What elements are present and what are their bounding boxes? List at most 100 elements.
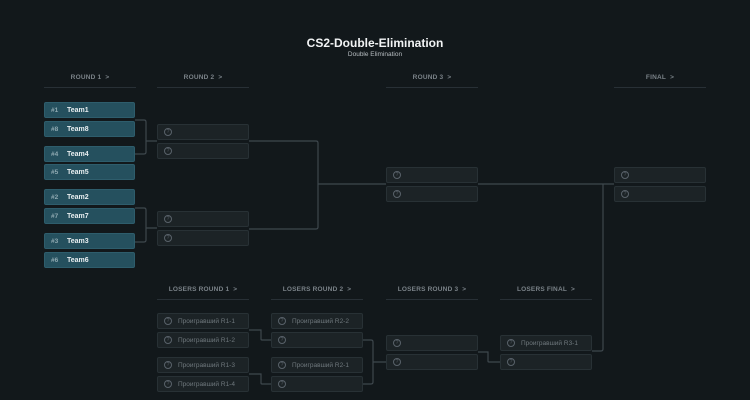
team-slot[interactable]: #6 Team6 xyxy=(44,252,135,268)
match-slot[interactable]: ? xyxy=(271,332,363,348)
round-header-label: ROUND 2 xyxy=(183,74,215,81)
question-circle-icon: ? xyxy=(164,234,172,242)
question-circle-icon: ? xyxy=(164,380,172,388)
connector-r1-upper xyxy=(135,119,157,155)
question-circle-icon: ? xyxy=(164,336,172,344)
match-slot[interactable]: ? xyxy=(386,354,478,370)
connector-r1-lower xyxy=(135,207,157,243)
chevron-right-icon: > xyxy=(462,286,467,293)
round-header-label: LOSERS ROUND 3 xyxy=(397,286,459,293)
match-slot[interactable]: ? Проигравший R2-1 xyxy=(271,357,363,373)
match-slot[interactable]: ? Проигравший R1-1 xyxy=(157,313,249,329)
match-slot[interactable]: ? Проигравший R1-4 xyxy=(157,376,249,392)
team-slot[interactable]: #5 Team5 xyxy=(44,164,135,180)
match-slot[interactable]: ? xyxy=(614,186,706,202)
team-name: Team6 xyxy=(67,256,89,264)
round-header-round-1[interactable]: ROUND 1> xyxy=(44,74,136,88)
team-seed: #1 xyxy=(51,106,59,114)
chevron-right-icon: > xyxy=(105,74,110,81)
chevron-right-icon: > xyxy=(571,286,576,293)
team-slot[interactable]: #2 Team2 xyxy=(44,189,135,205)
chevron-right-icon: > xyxy=(670,74,675,81)
bracket-subtitle: Double Elimination xyxy=(347,51,403,58)
question-circle-icon: ? xyxy=(164,128,172,136)
team-slot[interactable]: #3 Team3 xyxy=(44,233,135,249)
slot-label: Проигравший R1-2 xyxy=(178,336,235,344)
connector-lr2 xyxy=(363,339,386,385)
team-seed: #6 xyxy=(51,256,59,264)
match-slot[interactable]: ? xyxy=(386,167,478,183)
round-header-label: LOSERS ROUND 2 xyxy=(282,286,344,293)
connector-lr1-upper xyxy=(249,329,271,341)
round-header-label: FINAL xyxy=(645,74,667,81)
team-seed: #3 xyxy=(51,237,59,245)
chevron-right-icon: > xyxy=(347,286,352,293)
round-header-final[interactable]: FINAL> xyxy=(614,74,706,88)
team-slot[interactable]: #7 Team7 xyxy=(44,208,135,224)
team-seed: #7 xyxy=(51,212,59,220)
team-seed: #8 xyxy=(51,125,59,133)
match-slot[interactable]: ? Проигравший R1-2 xyxy=(157,332,249,348)
team-name: Team3 xyxy=(67,237,89,245)
match-slot[interactable]: ? xyxy=(157,124,249,140)
question-circle-icon: ? xyxy=(278,380,286,388)
team-name: Team2 xyxy=(67,193,89,201)
match-slot[interactable]: ?Проигравший R2-2 xyxy=(271,313,363,329)
round-header-losers-round-2[interactable]: LOSERS ROUND 2> xyxy=(271,286,363,300)
bracket-title: CS2-Double-Elimination xyxy=(306,36,444,50)
round-header-label: ROUND 3 xyxy=(412,74,444,81)
match-slot[interactable]: ? xyxy=(157,211,249,227)
team-slot[interactable]: #8 Team8 xyxy=(44,121,135,137)
round-header-losers-round-3[interactable]: LOSERS ROUND 3> xyxy=(386,286,478,300)
question-circle-icon: ? xyxy=(393,358,401,366)
slot-label: Проигравший R3-1 xyxy=(521,339,578,347)
question-circle-icon: ? xyxy=(507,339,515,347)
question-circle-icon: ? xyxy=(393,190,401,198)
question-circle-icon: ? xyxy=(164,317,172,325)
match-slot[interactable]: ? xyxy=(157,230,249,246)
question-circle-icon: ? xyxy=(278,317,286,325)
question-circle-icon: ? xyxy=(621,190,629,198)
team-name: Team8 xyxy=(67,125,89,133)
team-name: Team7 xyxy=(67,212,89,220)
team-name: Team4 xyxy=(67,150,89,158)
team-seed: #5 xyxy=(51,168,59,176)
question-circle-icon: ? xyxy=(393,171,401,179)
team-slot[interactable]: #4 Team4 xyxy=(44,146,135,162)
question-circle-icon: ? xyxy=(164,215,172,223)
match-slot[interactable]: ? xyxy=(157,143,249,159)
slot-label: Проигравший R1-1 xyxy=(178,317,235,325)
slot-label: Проигравший R1-4 xyxy=(178,380,235,388)
team-name: Team1 xyxy=(67,106,89,114)
round-header-losers-round-1[interactable]: LOSERS ROUND 1> xyxy=(157,286,249,300)
team-seed: #4 xyxy=(51,150,59,158)
match-slot[interactable]: ? xyxy=(386,335,478,351)
question-circle-icon: ? xyxy=(393,339,401,347)
round-header-losers-final[interactable]: LOSERS FINAL> xyxy=(500,286,592,300)
match-slot[interactable]: ? xyxy=(271,376,363,392)
match-slot[interactable]: ? xyxy=(500,354,592,370)
team-slot[interactable]: #1 Team1 xyxy=(44,102,135,118)
question-circle-icon: ? xyxy=(164,361,172,369)
team-name: Team5 xyxy=(67,168,89,176)
connector-r2 xyxy=(249,140,386,230)
question-circle-icon: ? xyxy=(507,358,515,366)
question-circle-icon: ? xyxy=(164,147,172,155)
connector-lr3 xyxy=(478,351,500,363)
question-circle-icon: ? xyxy=(278,361,286,369)
round-header-label: ROUND 1 xyxy=(70,74,102,81)
match-slot[interactable]: ? Проигравший R3-1 xyxy=(500,335,592,351)
slot-label: Проигравший R2-1 xyxy=(292,361,349,369)
match-slot[interactable]: ? xyxy=(614,167,706,183)
round-header-round-2[interactable]: ROUND 2> xyxy=(157,74,249,88)
question-circle-icon: ? xyxy=(621,171,629,179)
chevron-right-icon: > xyxy=(218,74,223,81)
question-circle-icon: ? xyxy=(278,336,286,344)
round-header-label: LOSERS ROUND 1 xyxy=(168,286,230,293)
chevron-right-icon: > xyxy=(447,74,452,81)
match-slot[interactable]: ? xyxy=(386,186,478,202)
match-slot[interactable]: ?Проигравший R1-3 xyxy=(157,357,249,373)
team-seed: #2 xyxy=(51,193,59,201)
round-header-round-3[interactable]: ROUND 3> xyxy=(386,74,478,88)
